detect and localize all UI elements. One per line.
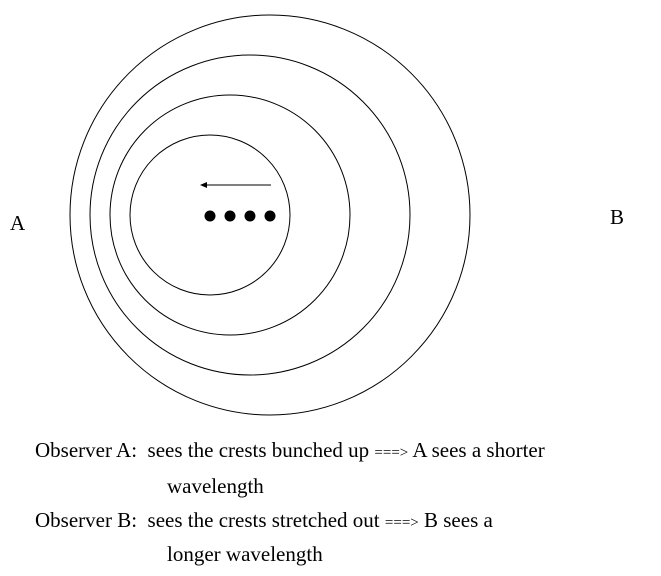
wave-crest-3 [109,94,351,336]
arrowhead [200,182,207,188]
caption-line-2: wavelength [167,474,264,498]
source-dot [264,210,276,222]
wave-crest-1 [69,14,471,416]
source-dot [224,210,236,222]
observer-a-label: A [10,211,26,235]
caption-line-1: Observer A: sees the crests bunched up =… [35,438,545,463]
implies-arrow: ===> [384,515,419,531]
source-dot [204,210,216,222]
observer-b-label: B [610,205,625,229]
caption-text: A sees a shorter [408,438,545,462]
caption-text: B sees a [418,508,493,532]
caption-line-4: longer wavelength [167,542,323,566]
implies-arrow: ===> [374,445,409,461]
source-dot [244,210,256,222]
caption-text: Observer B: sees the crests stretched ou… [35,508,385,532]
wave-crest-2 [89,54,411,376]
caption-line-3: Observer B: sees the crests stretched ou… [35,508,493,533]
wave-crest-4 [129,134,291,296]
caption-text: Observer A: sees the crests bunched up [35,438,375,462]
